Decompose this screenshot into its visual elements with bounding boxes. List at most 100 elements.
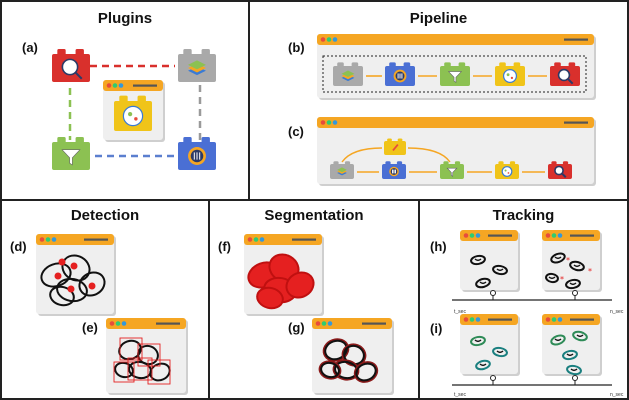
window-bar-line — [570, 318, 594, 321]
time-marker — [572, 290, 578, 296]
magnifier-handle — [567, 78, 574, 85]
window-dot-blue — [475, 233, 481, 238]
detection-point — [67, 285, 75, 293]
tracked-cell — [550, 334, 566, 346]
pipeline-brick — [440, 161, 464, 179]
window-titlebar — [244, 234, 322, 245]
brick-stud — [509, 161, 516, 165]
cell-outline — [114, 361, 134, 379]
cell-outline — [49, 285, 75, 307]
cell-outline — [470, 254, 486, 266]
window-dot-green — [551, 233, 557, 238]
brick-stud — [183, 48, 192, 56]
cell-outline — [78, 271, 106, 297]
detection-window-e — [106, 318, 188, 395]
layers-icon-top — [341, 70, 355, 77]
detection-bbox — [113, 361, 135, 383]
brick-stud — [333, 161, 339, 165]
window-bar-line — [564, 121, 588, 124]
window-bar-line — [488, 234, 512, 237]
cell-nucleus-arc — [474, 339, 482, 343]
tracking-window-h1 — [460, 230, 520, 292]
time-marker — [572, 375, 578, 381]
brick-stud — [551, 161, 557, 165]
segmentation-contour — [341, 343, 367, 367]
brick-stud — [183, 136, 192, 144]
segmentation-contour — [353, 361, 379, 383]
cell-icon — [501, 166, 513, 177]
time-marker — [490, 290, 496, 296]
brick-stud — [344, 161, 351, 165]
brick-stud — [403, 62, 411, 67]
panel-label: (g) — [288, 320, 305, 335]
panel-title: Detection — [70, 207, 140, 224]
cell-icon — [503, 68, 518, 83]
tracked-cell — [470, 335, 486, 347]
window-dot-red — [320, 37, 326, 42]
window-dot-red — [106, 83, 112, 88]
window-dot-red — [463, 233, 469, 238]
pipeline-brick — [385, 62, 415, 86]
window-dot-blue — [475, 317, 481, 322]
window-dot-red — [109, 321, 115, 326]
window-dot-red — [315, 321, 321, 326]
tracking-window-i2 — [542, 314, 602, 376]
window-bar-line — [133, 84, 157, 87]
pipeline-brick — [333, 62, 363, 86]
panel-label: (c) — [288, 124, 304, 139]
panel-title: Plugins — [97, 10, 153, 27]
brick-stud — [201, 48, 210, 56]
segmentation-contour — [318, 360, 342, 380]
detection-bbox — [119, 337, 143, 361]
window-dot-blue — [332, 120, 338, 125]
window-bar-line — [488, 318, 512, 321]
window-dot-green — [469, 233, 475, 238]
window-titlebar — [317, 34, 594, 45]
cell-nucleus — [128, 111, 133, 117]
tracked-cell — [566, 364, 582, 376]
pipeline-brick — [382, 161, 406, 179]
cell-outline — [550, 252, 566, 264]
branch-arrow — [407, 147, 451, 163]
track-marker: * — [566, 256, 570, 265]
cell-nucleus-arc — [576, 334, 584, 338]
window-titlebar — [106, 318, 186, 329]
brick-stud — [554, 62, 561, 67]
brick-stud — [119, 95, 128, 103]
window-dot-green — [469, 317, 475, 322]
cell-outline — [569, 260, 585, 272]
cell-nucleus — [506, 73, 510, 77]
panel-label: (i) — [430, 321, 443, 336]
detection-point — [58, 258, 66, 266]
panel-title: Tracking — [492, 207, 555, 224]
window-dot-blue — [118, 83, 124, 88]
cell-dot — [507, 172, 510, 174]
brick-stud — [387, 138, 392, 142]
window-dot-blue — [557, 317, 563, 322]
cell-nucleus-arc — [554, 338, 562, 342]
cell-outline — [545, 272, 559, 284]
detection-bbox — [147, 359, 171, 385]
cell-nucleus-arc — [496, 350, 504, 354]
cell-outline — [475, 277, 491, 289]
panel-label: (d) — [10, 239, 27, 254]
track-marker: * — [560, 275, 564, 284]
panel-label: (e) — [82, 320, 98, 335]
window-dot-blue — [51, 237, 57, 242]
window-dot-red — [545, 317, 551, 322]
pipeline-branch-brick — [384, 138, 406, 155]
brick-stud — [454, 161, 461, 165]
brick-stud — [201, 136, 210, 144]
plugin-brick-blue — [178, 136, 216, 170]
axis-end-label: n_sec — [610, 392, 624, 398]
cell-nucleus-arc — [570, 368, 578, 372]
window-dot-red — [320, 120, 326, 125]
brick-stud — [57, 136, 66, 144]
cell-outline — [40, 262, 72, 288]
brick-stud — [443, 161, 449, 165]
tracking-window-i1 — [460, 314, 520, 376]
window-bar-line — [84, 238, 108, 241]
window-dot-green — [115, 321, 121, 326]
track-marker: * — [588, 267, 592, 276]
window-titlebar — [312, 318, 392, 329]
